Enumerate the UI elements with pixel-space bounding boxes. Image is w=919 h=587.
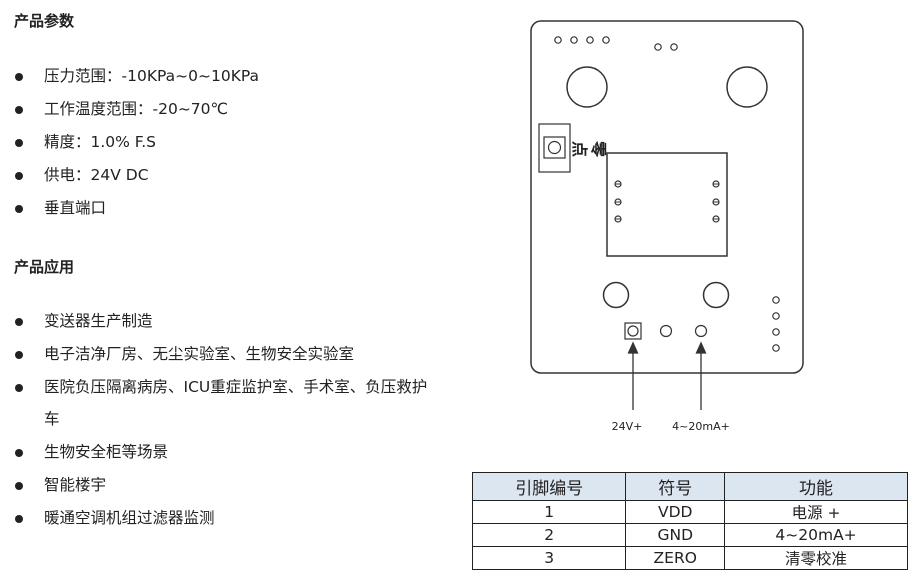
table-header-row: 引脚编号 符号 功能 (471, 472, 908, 501)
table-cell: 2 (471, 523, 627, 547)
bullet-icon (15, 172, 23, 180)
table-row: 1 VDD 电源 + (471, 500, 908, 524)
side-pin-holes (772, 296, 780, 352)
table-cell: 3 (471, 546, 627, 570)
table-cell: 4~20mA+ (724, 523, 908, 547)
specs-heading: 产品参数 (14, 12, 75, 30)
spec-text: 工作温度范围：-20~70℃ (44, 100, 228, 118)
pcb-diagram: 零点 24V+ 4~20mA+ (530, 20, 804, 433)
spec-text: 供电：24V DC (44, 166, 149, 184)
applications-list: 变送器生产制造 电子洁净厂房、无尘实验室、生物安全实验室 医院负压隔离病房、IC… (14, 305, 434, 535)
bullet-icon (15, 515, 23, 523)
column-header: 符号 (625, 472, 726, 501)
mounting-holes (566, 66, 768, 309)
list-item: 电子洁净厂房、无尘实验室、生物安全实验室 (14, 338, 434, 371)
table-cell: 1 (471, 500, 627, 524)
list-item: 暖通空调机组过滤器监测 (14, 502, 434, 535)
spec-text: 压力范围：-10KPa~0~10KPa (44, 67, 260, 85)
bullet-icon (15, 318, 23, 326)
table-cell: 电源 + (724, 500, 908, 524)
chip-pin-marks (615, 183, 719, 220)
arrow-label-4-20ma: 4~20mA+ (672, 420, 730, 433)
specs-list: 压力范围：-10KPa~0~10KPa 工作温度范围：-20~70℃ 精度：1.… (14, 60, 259, 225)
bullet-icon (15, 205, 23, 213)
application-text: 暖通空调机组过滤器监测 (44, 509, 215, 527)
list-item: 工作温度范围：-20~70℃ (14, 93, 259, 126)
spec-text: 精度：1.0% F.S (44, 133, 156, 151)
arrow-label-24v: 24V+ (612, 420, 643, 433)
application-text: 电子洁净厂房、无尘实验室、生物安全实验室 (44, 345, 355, 363)
list-item: 智能楼宇 (14, 469, 434, 502)
list-item: 精度：1.0% F.S (14, 126, 259, 159)
bullet-icon (15, 139, 23, 147)
bullet-icon (15, 73, 23, 81)
zero-label: 零点 (570, 140, 608, 159)
table-cell: ZERO (625, 546, 726, 570)
pin-arrows (627, 341, 707, 410)
application-text: 智能楼宇 (44, 476, 107, 494)
table-row: 3 ZERO 清零校准 (471, 546, 908, 570)
column-header: 功能 (724, 472, 908, 501)
applications-heading: 产品应用 (14, 258, 75, 276)
bullet-icon (15, 449, 23, 457)
table-cell: 清零校准 (724, 546, 908, 570)
list-item: 变送器生产制造 (14, 305, 434, 338)
list-item: 垂直端口 (14, 192, 259, 225)
table-row: 2 GND 4~20mA+ (471, 523, 908, 547)
pin-table: 引脚编号 符号 功能 1 VDD 电源 + 2 GND 4~20mA+ 3 ZE… (471, 472, 908, 570)
application-text: 生物安全柜等场景 (44, 443, 169, 461)
list-item: 生物安全柜等场景 (14, 436, 434, 469)
list-item: 压力范围：-10KPa~0~10KPa (14, 60, 259, 93)
terminal-pads (624, 322, 708, 340)
application-text: 变送器生产制造 (44, 312, 153, 330)
top-pin-holes (554, 36, 678, 51)
bullet-icon (15, 106, 23, 114)
spec-text: 垂直端口 (44, 199, 107, 217)
table-cell: VDD (625, 500, 726, 524)
column-header: 引脚编号 (471, 472, 627, 501)
zero-button-icon (538, 123, 571, 173)
bullet-icon (15, 384, 23, 392)
list-item: 供电：24V DC (14, 159, 259, 192)
list-item: 医院负压隔离病房、ICU重症监护室、手术室、负压救护车 (14, 371, 434, 436)
application-text: 医院负压隔离病房、ICU重症监护室、手术室、负压救护车 (44, 378, 428, 428)
sensor-chip (606, 152, 728, 257)
bullet-icon (15, 482, 23, 490)
bullet-icon (15, 351, 23, 359)
table-cell: GND (625, 523, 726, 547)
